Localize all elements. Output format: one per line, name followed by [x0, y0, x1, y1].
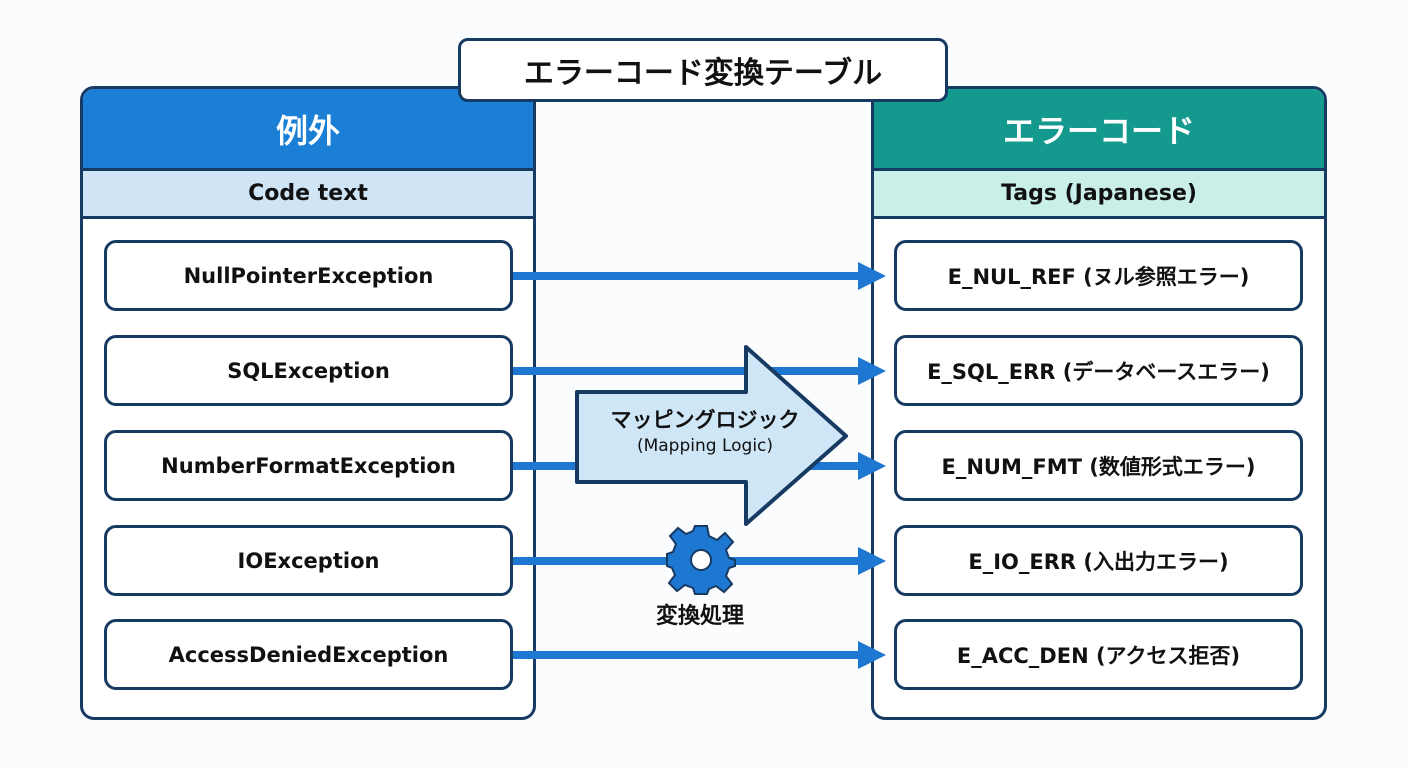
exceptions-header: 例外 — [83, 89, 533, 171]
mapping-logic-label-en: (Mapping Logic) — [636, 436, 774, 456]
error-codes-subheader: Tags (Japanese) — [874, 171, 1324, 219]
gear-icon — [666, 525, 736, 595]
mapping-logic-label: マッピングロジック (Mapping Logic) — [580, 404, 830, 456]
exception-item: SQLException — [104, 335, 513, 406]
exceptions-subheader: Code text — [83, 171, 533, 219]
mapping-logic-arrow — [575, 345, 848, 526]
conversion-process-label: 変換処理 — [655, 604, 744, 629]
mapping-logic-label-jp: マッピングロジック — [610, 408, 800, 432]
mapping-arrow-2 — [511, 357, 886, 385]
error-code-item: E_IO_ERR (入出力エラー) — [894, 525, 1303, 596]
exception-item: AccessDeniedException — [104, 619, 513, 690]
exception-item: NullPointerException — [104, 240, 513, 311]
mapping-arrow-1 — [511, 262, 886, 290]
error-code-item: E_ACC_DEN (アクセス拒否) — [894, 619, 1303, 690]
error-code-item: E_NUL_REF (ヌル参照エラー) — [894, 240, 1303, 311]
exception-item: NumberFormatException — [104, 430, 513, 501]
exception-item: IOException — [104, 525, 513, 596]
error-code-item: E_SQL_ERR (データベースエラー) — [894, 335, 1303, 406]
error-code-item: E_NUM_FMT (数値形式エラー) — [894, 430, 1303, 501]
mapping-arrow-5 — [511, 641, 886, 669]
diagram-title: エラーコード変換テーブル — [458, 38, 948, 102]
error-codes-header: エラーコード — [874, 89, 1324, 171]
